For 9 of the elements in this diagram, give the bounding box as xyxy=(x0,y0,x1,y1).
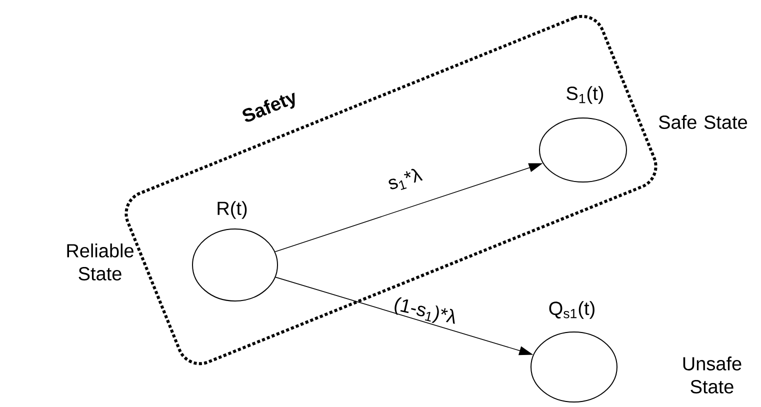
edge-label: s$_{1}$*λ xyxy=(388,168,423,190)
state-label: Q$_{s1}$(t) xyxy=(549,301,594,319)
state-label: S$_{1}$(t) xyxy=(566,86,604,104)
state-caption: Reliable State xyxy=(67,244,134,280)
state-label: R(t) xyxy=(218,201,247,219)
safety-region: Safety xyxy=(242,92,295,122)
state-caption: Safe State xyxy=(658,115,748,129)
edge-label: (1-s$_{1}$)*λ xyxy=(394,297,455,324)
state-caption: Unsafe State xyxy=(683,356,742,394)
